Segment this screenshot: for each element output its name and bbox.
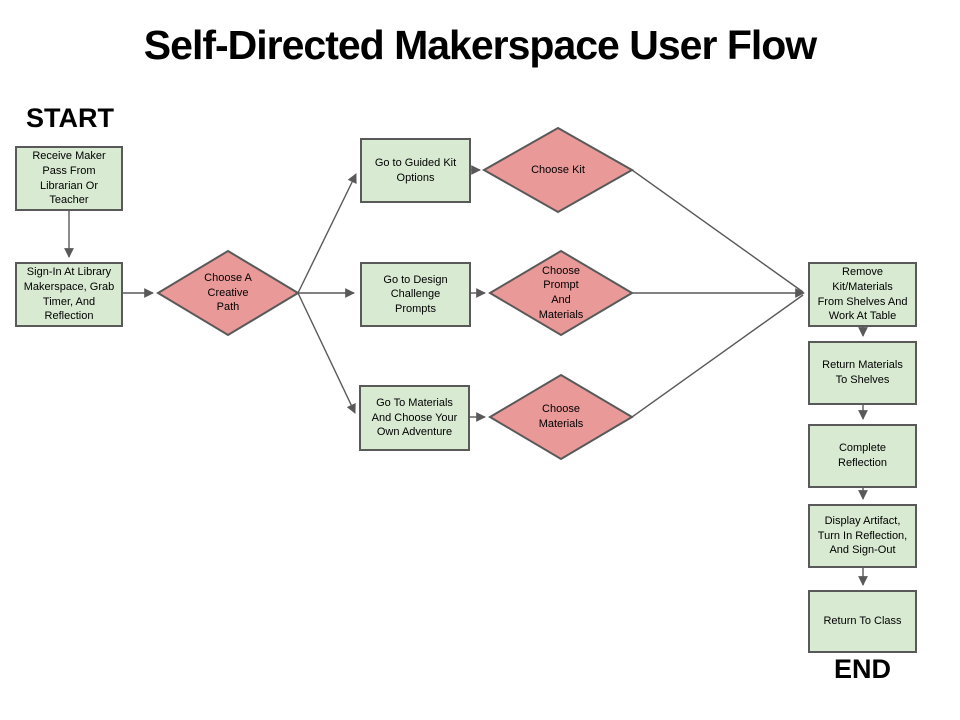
diagram-title: Self-Directed Makerspace User Flow bbox=[143, 22, 817, 68]
node-choose-kit-label: Choose Kit bbox=[531, 163, 585, 176]
node-design-prompts: Go to Design Challenge Prompts bbox=[360, 262, 471, 327]
node-choose-materials: Choose Materials bbox=[490, 375, 632, 459]
node-remove-kit: Remove Kit/Materials From Shelves And Wo… bbox=[808, 262, 917, 327]
decision-shape-choose-path bbox=[156, 249, 300, 337]
node-materials-adventure-label: Go To Materials And Choose Your Own Adve… bbox=[371, 397, 458, 439]
edge-choose-materials-to-remove-kit bbox=[631, 294, 804, 418]
node-choose-prompt: Choose Prompt And Materials bbox=[490, 251, 632, 335]
node-choose-path-label: Choose A Creative Path bbox=[204, 272, 252, 314]
start-label: START bbox=[26, 103, 114, 133]
node-receive-pass-label: Receive Maker Pass From Librarian Or Tea… bbox=[32, 150, 106, 207]
node-return-class: Return To Class bbox=[808, 590, 917, 653]
node-return-materials-label: Return Materials To Shelves bbox=[822, 359, 903, 386]
node-guided-kit-label: Go to Guided Kit Options bbox=[374, 156, 457, 184]
node-remove-kit-label: Remove Kit/Materials From Shelves And Wo… bbox=[817, 266, 908, 323]
node-sign-in-label: Sign-In At Library Makerspace, Grab Time… bbox=[23, 266, 115, 323]
decision-shape-choose-prompt bbox=[488, 249, 634, 337]
node-choose-path: Choose A Creative Path bbox=[158, 251, 298, 335]
edge-choose-kit-to-remove-kit bbox=[631, 169, 804, 293]
node-materials-adventure: Go To Materials And Choose Your Own Adve… bbox=[359, 385, 470, 451]
node-receive-pass: Receive Maker Pass From Librarian Or Tea… bbox=[15, 146, 123, 211]
node-choose-kit: Choose Kit bbox=[484, 128, 632, 212]
node-complete-reflection: Complete Reflection bbox=[808, 424, 917, 488]
node-return-class-label: Return To Class bbox=[823, 615, 902, 628]
node-choose-materials-label: Choose Materials bbox=[538, 403, 584, 430]
node-display-artifact: Display Artifact, Turn In Reflection, An… bbox=[808, 504, 917, 568]
node-display-artifact-label: Display Artifact, Turn In Reflection, An… bbox=[817, 515, 908, 557]
node-sign-in: Sign-In At Library Makerspace, Grab Time… bbox=[15, 262, 123, 327]
edge-choose-path-to-guided-kit bbox=[297, 173, 357, 294]
node-choose-prompt-label: Choose Prompt And Materials bbox=[538, 264, 584, 321]
node-complete-reflection-label: Complete Reflection bbox=[838, 442, 887, 469]
end-label: END bbox=[833, 654, 891, 684]
decision-shape-choose-materials bbox=[488, 373, 634, 461]
node-guided-kit: Go to Guided Kit Options bbox=[360, 138, 471, 203]
node-design-prompts-label: Go to Design Challenge Prompts bbox=[383, 273, 448, 315]
node-return-materials: Return Materials To Shelves bbox=[808, 341, 917, 405]
decision-shape-choose-kit bbox=[481, 126, 635, 214]
edge-choose-path-to-materials-adventure bbox=[297, 292, 356, 414]
